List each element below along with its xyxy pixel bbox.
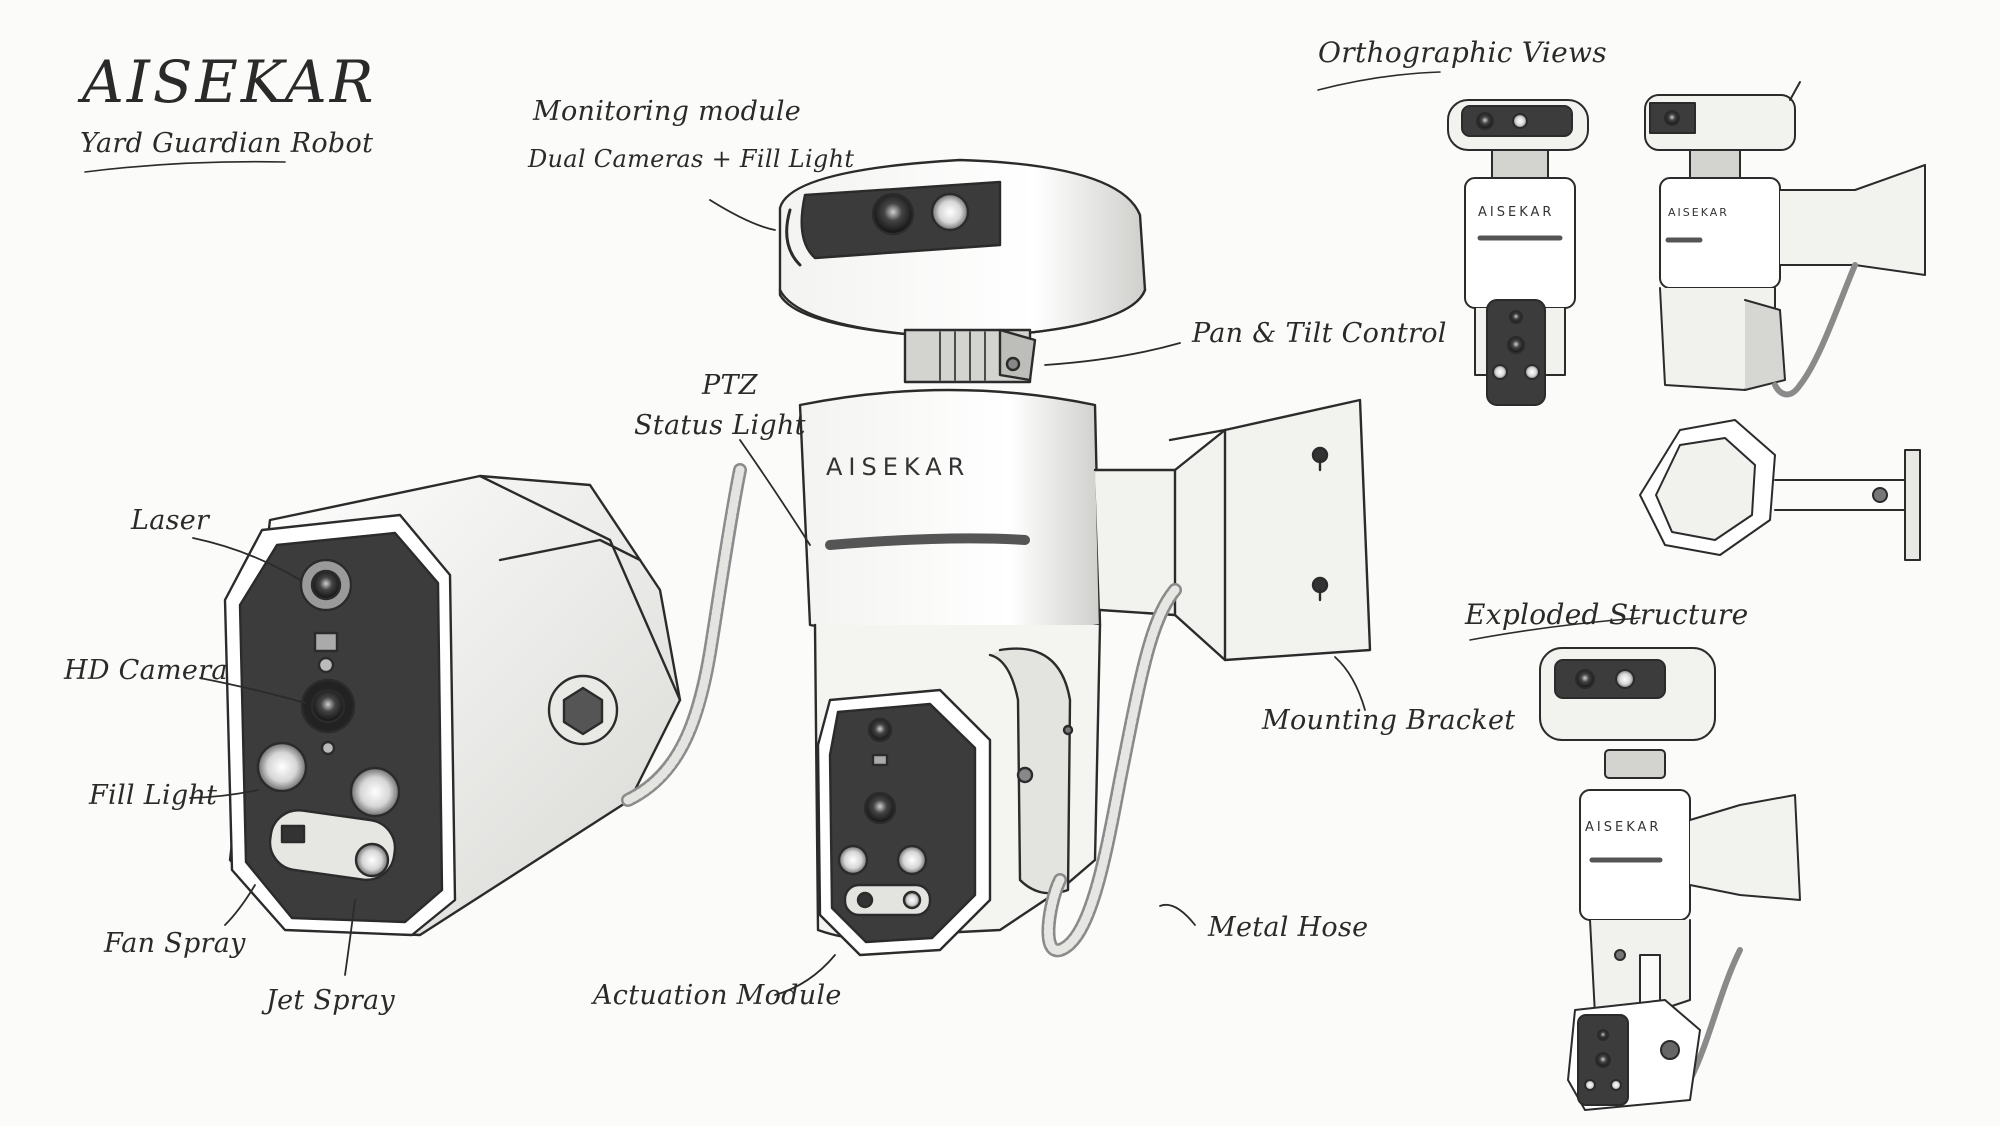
section-exploded-structure: Exploded Structure	[1465, 598, 1749, 631]
brand-subtitle: Yard Guardian Robot	[80, 128, 374, 159]
callout-dual-cameras: Dual Cameras + Fill Light	[528, 145, 855, 173]
callout-fill-light: Fill Light	[89, 780, 218, 811]
title-underlines	[84, 71, 1641, 641]
callout-laser: Laser	[131, 505, 210, 536]
orthographic-top-view	[1639, 419, 1921, 561]
callout-hd-camera: HD Camera	[64, 655, 228, 686]
engraving-main-body: AISEKAR	[826, 453, 971, 481]
callout-fan-spray: Fan Spray	[104, 928, 246, 959]
orthographic-front-view	[1447, 99, 1589, 406]
engraving-ortho-front: AISEKAR	[1478, 205, 1555, 220]
callout-metal-hose: Metal Hose	[1208, 912, 1369, 943]
main-robot	[778, 158, 1372, 958]
callout-actuation-module: Actuation Module	[593, 980, 842, 1011]
leader-lines	[189, 199, 1366, 996]
engraving-exploded: AISEKAR	[1585, 820, 1662, 835]
callout-pan-tilt: Pan & Tilt Control	[1192, 318, 1447, 349]
exploded-view	[1539, 647, 1801, 1111]
engraving-ortho-side: AISEKAR	[1668, 206, 1729, 219]
callout-monitoring-module: Monitoring module	[533, 96, 802, 127]
brand-title: AISEKAR	[82, 48, 377, 116]
callout-status-light: Status Light	[634, 410, 806, 441]
section-orthographic-views: Orthographic Views	[1318, 36, 1607, 69]
callout-jet-spray: Jet Spray	[266, 985, 395, 1016]
callout-ptz: PTZ	[702, 370, 758, 401]
callout-mounting-bracket: Mounting Bracket	[1262, 705, 1516, 736]
orthographic-side-view	[1644, 81, 1926, 398]
actuation-module-closeup	[223, 463, 747, 937]
